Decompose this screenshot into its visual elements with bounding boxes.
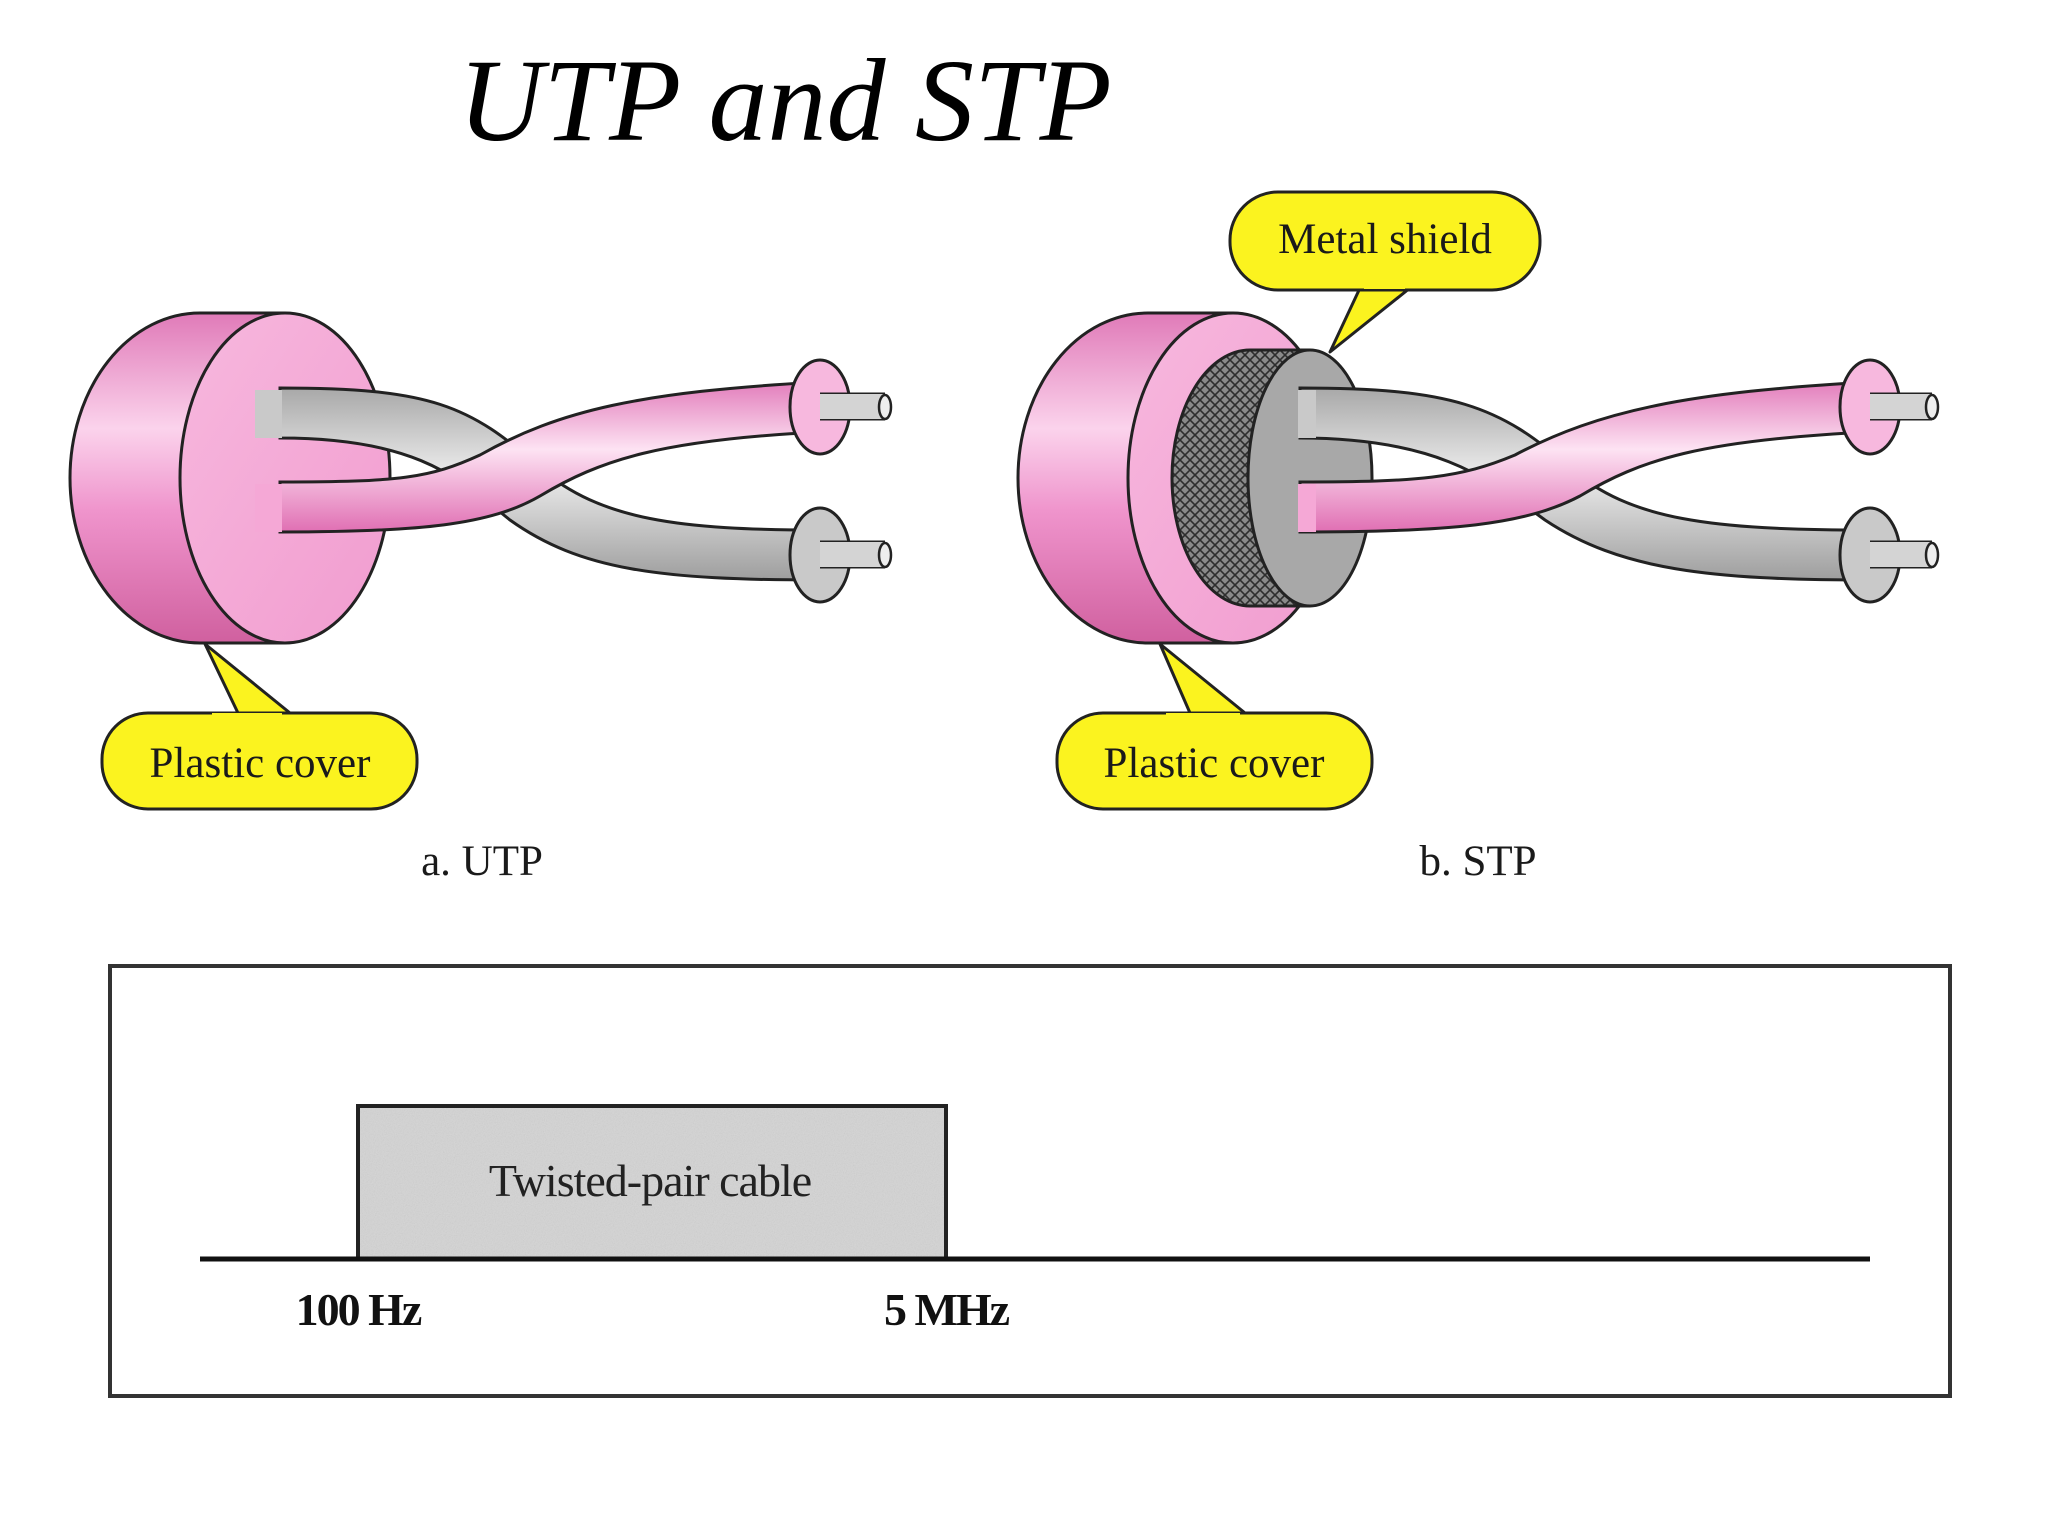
utp-plastic-cover-callout: Plastic cover [100,642,419,811]
stp-cover-callout-label: Plastic cover [1104,740,1325,787]
bandwidth-diagram: Twisted-pair cable 100 Hz 5 MHz [108,964,1952,1398]
page-title: UTP and STP [458,35,1112,166]
band-label: Twisted-pair cable [489,1155,811,1206]
low-frequency-label: 100 Hz [296,1284,422,1335]
utp-cable-illustration [68,311,893,645]
utp-pink-wire [278,358,893,534]
stp-pink-wire [1298,358,1940,534]
stp-cable-illustration [1016,311,1940,645]
stp-shield-callout-label: Metal shield [1278,216,1492,263]
high-frequency-label: 5 MHz [884,1284,1010,1335]
stp-metal-shield-callout: Metal shield [1228,190,1542,354]
utp-callout-label: Plastic cover [150,740,371,787]
utp-plastic-cover [68,311,392,645]
stp-plastic-cover-callout: Plastic cover [1055,642,1374,811]
utp-caption: a. UTP [421,838,543,885]
stp-caption: b. STP [1419,838,1536,885]
